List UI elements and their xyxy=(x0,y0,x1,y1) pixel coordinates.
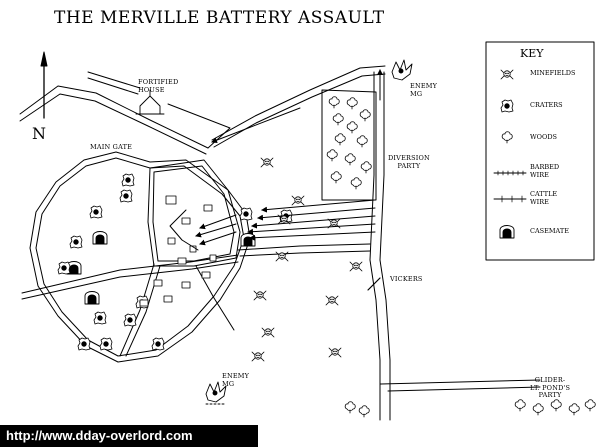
source-url[interactable]: http://www.dday-overlord.com xyxy=(0,425,258,447)
key-label-minefields: MINEFIELDS xyxy=(530,69,576,77)
north-label: N xyxy=(32,124,46,143)
vickers-label: VICKERS xyxy=(390,275,423,283)
casemates xyxy=(66,231,256,305)
fortified-house-label: FORTIFIED HOUSE xyxy=(138,78,179,94)
fortified-house-icon xyxy=(135,89,165,115)
key-label-barbed-wire: BARBED WIRE xyxy=(530,163,560,179)
north-arrow-icon xyxy=(40,51,48,119)
glider-party-trees xyxy=(344,399,596,418)
map-title: THE MERVILLE BATTERY ASSAULT xyxy=(54,8,385,28)
key-box xyxy=(485,41,595,261)
glider-party-label: GLIDER- LT. POND'S PARTY xyxy=(530,376,571,399)
minefields xyxy=(251,157,363,362)
vickers-position-icon xyxy=(367,277,381,291)
road-network xyxy=(19,65,541,421)
cattle-wire-icon xyxy=(493,195,527,203)
main-gate-label: MAIN GATE xyxy=(90,143,133,151)
key-label-cattle-wire: CATTLE WIRE xyxy=(530,190,558,206)
buildings xyxy=(139,195,217,307)
battery-inner-compound xyxy=(21,159,241,357)
assault-arrows xyxy=(169,69,383,251)
key-title: KEY xyxy=(520,47,544,60)
woods-strip xyxy=(321,89,377,201)
diversion-party-label: DIVERSION PARTY xyxy=(388,154,430,170)
battery-outer-fence xyxy=(29,151,251,363)
key-label-casemate: CASEMATE xyxy=(530,227,569,235)
key-label-craters: CRATERS xyxy=(530,101,563,109)
enemy-mg-bottom-label: ENEMY MG xyxy=(222,372,250,388)
enemy-mg-top-icon xyxy=(391,59,413,81)
barbed-wire-icon xyxy=(493,170,527,176)
key-label-woods: WOODS xyxy=(530,133,558,141)
enemy-mg-bottom-icon xyxy=(205,381,227,405)
enemy-mg-top-label: ENEMY MG xyxy=(410,82,438,98)
